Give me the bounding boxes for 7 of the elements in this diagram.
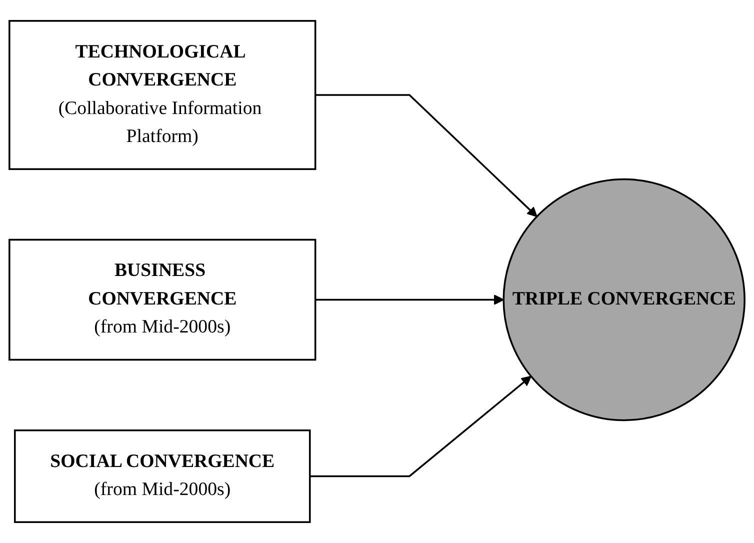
arrow: [315, 94, 538, 218]
arrow: [315, 294, 504, 305]
node-circle: TRIPLE CONVERGENCE: [502, 178, 746, 422]
arrow: [310, 376, 532, 478]
node-box: SOCIAL CONVERGENCE (from Mid-2000s): [14, 429, 311, 523]
node-box: TECHNOLOGICAL CONVERGENCE (Collaborative Information Platform): [8, 20, 316, 170]
node-box: BUSINESS CONVERGENCE (from Mid-2000s): [8, 238, 316, 361]
